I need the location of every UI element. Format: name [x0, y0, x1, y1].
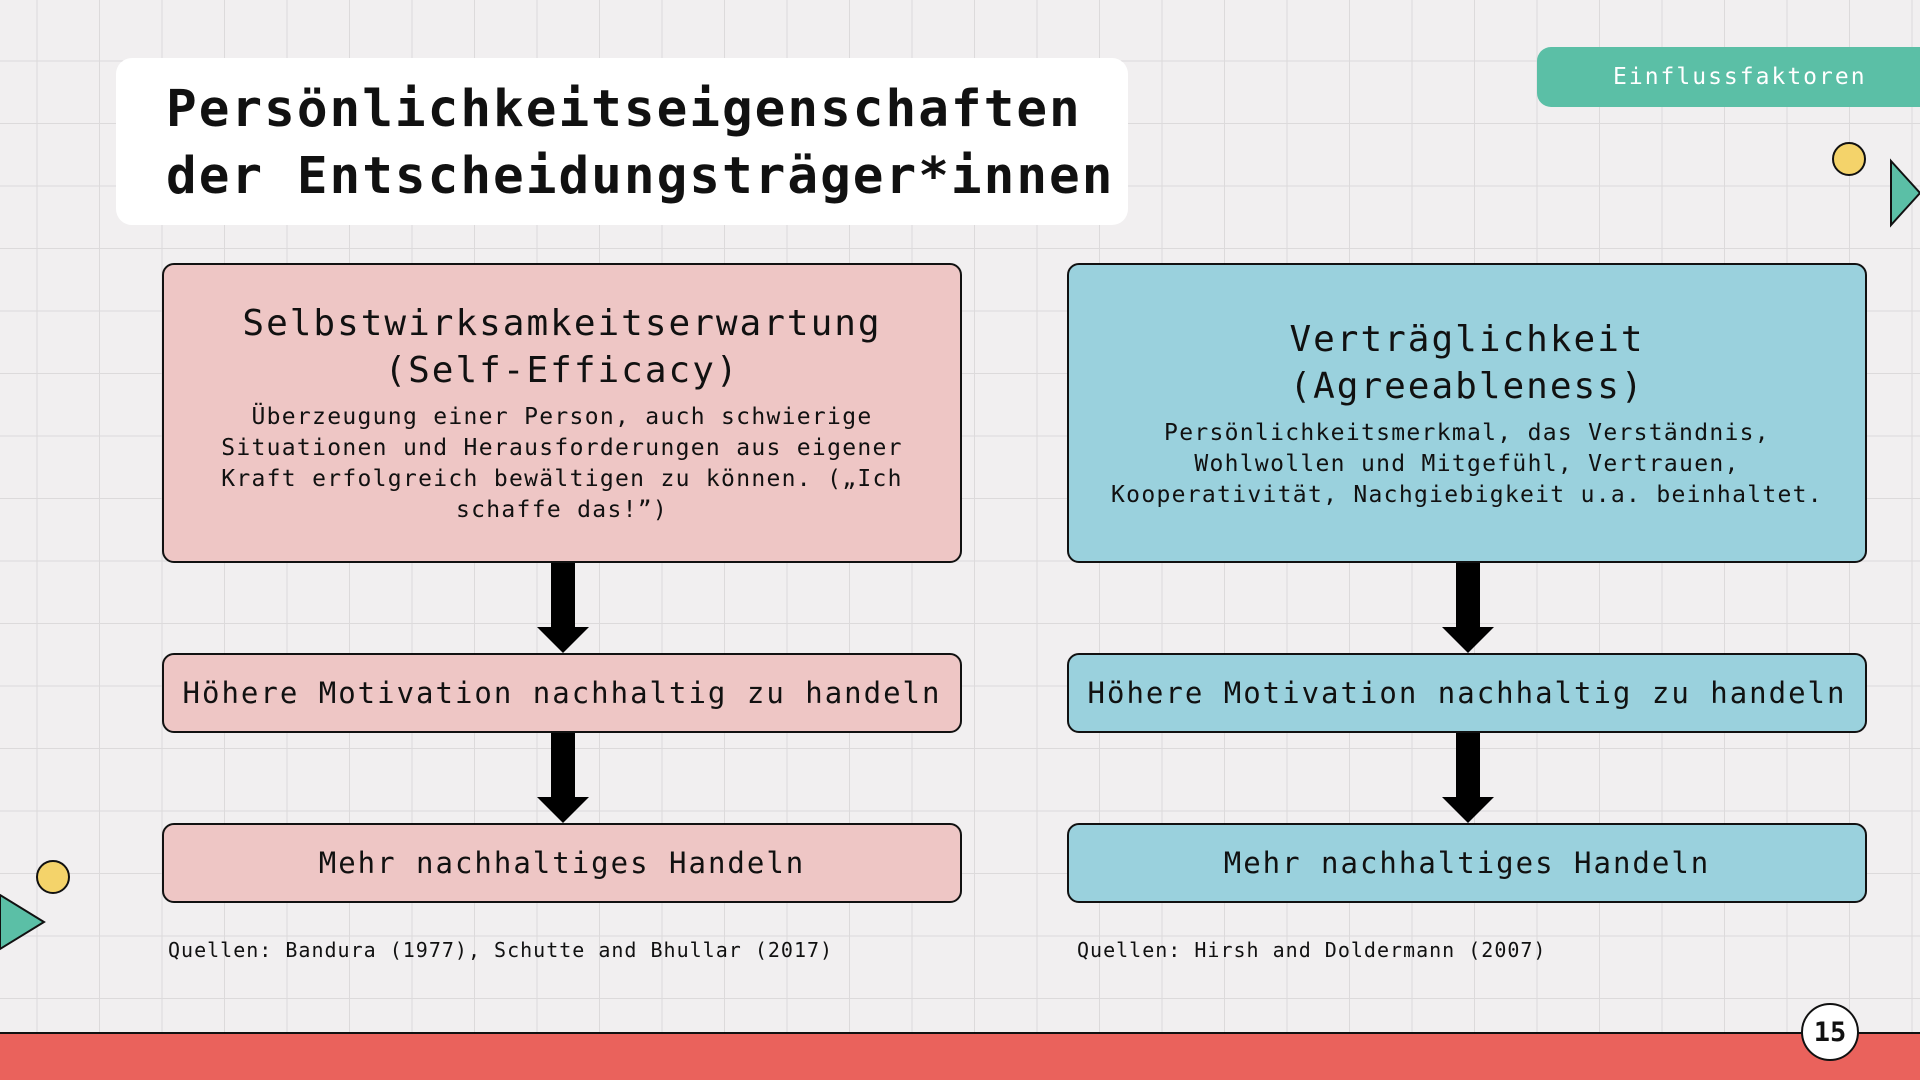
self-efficacy-heading-line-2: (Self-Efficacy) [384, 350, 740, 391]
yellow-dot-decoration-left [36, 860, 70, 894]
section-badge-label: Einflussfaktoren [1613, 64, 1867, 90]
agreeableness-card: Verträglichkeit (Agreeableness) Persönli… [1067, 263, 1867, 563]
agreeableness-heading-line-1: Verträglichkeit [1289, 318, 1645, 360]
arrow-down-icon [1442, 733, 1494, 823]
right-action-text: Mehr nachhaltiges Handeln [1223, 846, 1711, 880]
footer-bar [0, 1032, 1920, 1080]
arrow-down-icon [1442, 563, 1494, 653]
right-action-box: Mehr nachhaltiges Handeln [1067, 823, 1867, 903]
slide-title-line-1: Persönlichkeitseigenschaften [166, 80, 1082, 139]
self-efficacy-card: Selbstwirksamkeitserwartung (Self-Effica… [162, 263, 962, 563]
left-action-box: Mehr nachhaltiges Handeln [162, 823, 962, 903]
right-sources: Quellen: Hirsh and Doldermann (2007) [1077, 938, 1547, 962]
teal-triangle-decoration-left [0, 893, 46, 951]
yellow-dot-decoration [1832, 142, 1866, 176]
page-number-label: 15 [1813, 1016, 1847, 1048]
page-number: 15 [1801, 1003, 1859, 1061]
right-motivation-box: Höhere Motivation nachhaltig zu handeln [1067, 653, 1867, 733]
right-motivation-text: Höhere Motivation nachhaltig zu handeln [1087, 676, 1847, 710]
arrow-down-icon [537, 563, 589, 653]
title-card: Persönlichkeitseigenschaften der Entsche… [116, 58, 1128, 225]
slide-title-line-2: der Entscheidungsträger*innen [166, 147, 1115, 206]
agreeableness-heading-line-2: (Agreeableness) [1289, 365, 1645, 407]
arrow-down-icon [537, 733, 589, 823]
self-efficacy-description: Überzeugung einer Person, auch schwierig… [221, 404, 903, 523]
section-badge: Einflussfaktoren [1537, 47, 1920, 107]
left-motivation-box: Höhere Motivation nachhaltig zu handeln [162, 653, 962, 733]
teal-triangle-decoration [1890, 158, 1920, 228]
self-efficacy-heading-line-1: Selbstwirksamkeitserwartung [242, 303, 882, 344]
left-action-text: Mehr nachhaltiges Handeln [318, 846, 806, 880]
left-motivation-text: Höhere Motivation nachhaltig zu handeln [182, 676, 942, 710]
agreeableness-description: Persönlichkeitsmerkmal, das Verständnis,… [1111, 419, 1823, 508]
left-sources: Quellen: Bandura (1977), Schutte and Bhu… [168, 938, 834, 962]
